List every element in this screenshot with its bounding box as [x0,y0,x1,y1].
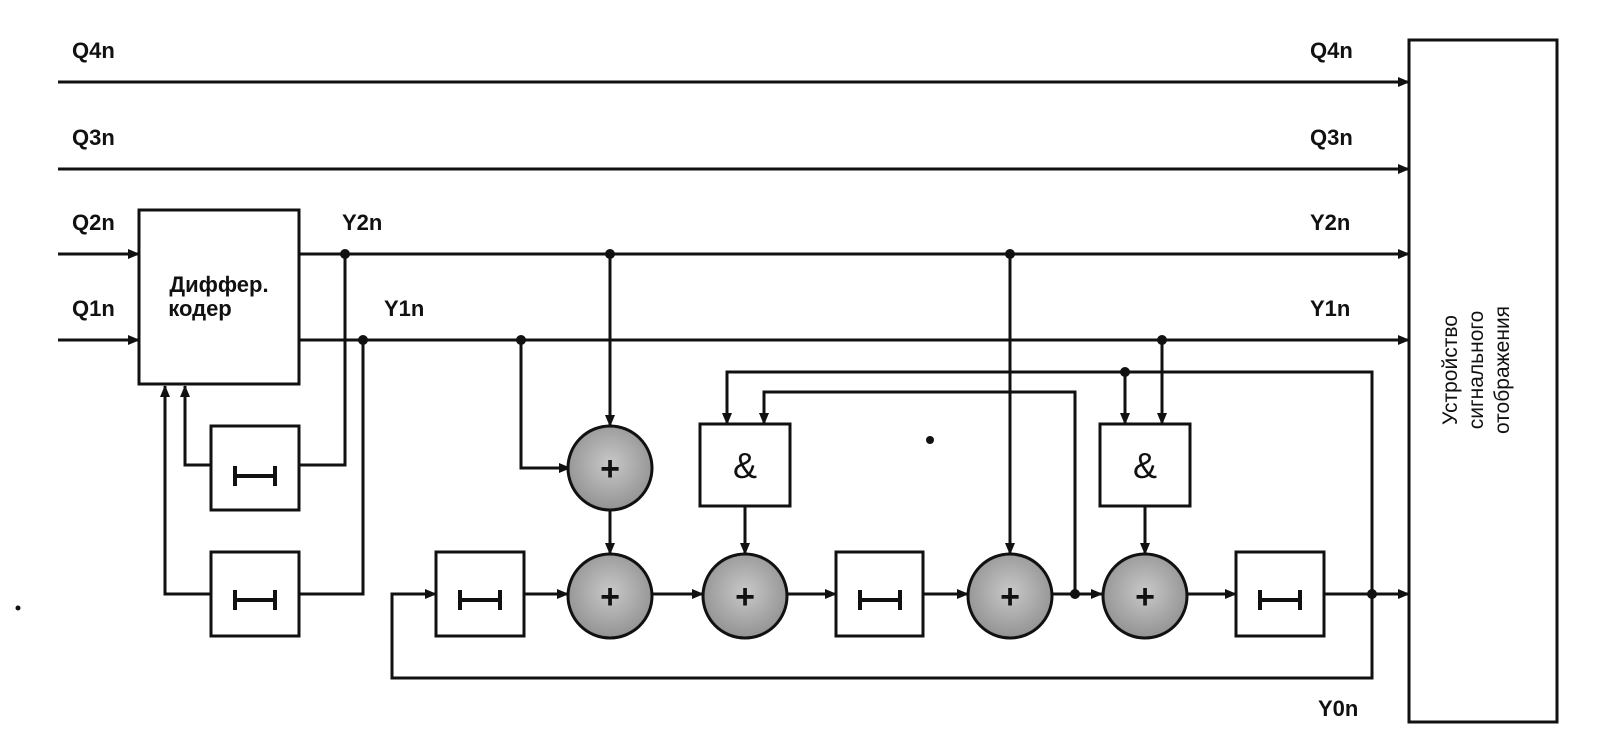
delay-block-2 [209,550,301,638]
label-q3-in: Q3n [72,125,115,150]
encoder-label-line2: кодер [168,296,232,321]
wire-y0-to-and [1125,370,1374,594]
wire-and1-input-a [722,370,1125,425]
label-y2-mid: Y2n [342,210,382,235]
wire-y1-to-adder-a [519,340,571,473]
delay-block-5 [1234,550,1326,638]
plus-symbol: + [1135,578,1155,616]
display-device-block: Устройство сигнального отображения [1407,38,1559,724]
delay-icon [233,466,277,486]
label-q3-out: Q3n [1310,125,1353,150]
wire-y0-loop [390,589,1374,680]
label-q4-out: Q4n [1310,38,1353,63]
delay-icon [858,590,902,610]
junction-dots [340,249,1377,599]
label-y1-mid: Y1n [384,296,424,321]
display-label-line2: сигнального [1465,311,1488,430]
wire-y1-feedback [299,340,365,596]
and-symbol: & [1133,445,1157,486]
adder-d: + [966,552,1054,640]
label-q2-in: Q2n [72,210,115,235]
wire-delay1-to-encoder [180,385,211,467]
delay-icon [1258,590,1302,610]
scan-specks [15,436,934,611]
label-y1-out: Y1n [1310,296,1350,321]
encoder-label-line1: Диффер. [169,272,268,297]
and-gate-1: & [698,422,792,508]
label-y0: Y0n [1318,696,1358,721]
label-q4-in: Q4n [72,38,115,63]
adder-b: + [566,552,654,640]
plus-symbol: + [1000,578,1020,616]
display-label-line1: Устройство [1439,315,1462,425]
delay-block-4 [834,550,925,638]
adder-e: + [1101,552,1189,640]
plus-symbol: + [600,578,620,616]
wire-y2-feedback [299,254,347,467]
delay-block-1 [209,424,301,512]
delay-icon [458,590,502,610]
diff-encoder-block: Диффер. кодер [137,208,301,386]
delay-block-3 [434,550,526,638]
and-symbol: & [733,445,757,486]
label-q1-in: Q1n [72,296,115,321]
plus-symbol: + [735,578,755,616]
adder-a: + [566,424,654,512]
label-y2-out: Y2n [1310,210,1350,235]
plus-symbol: + [600,450,620,488]
display-label-line3: отображения [1491,306,1514,434]
wire-and1-input-b [759,390,1077,594]
and-gate-2: & [1098,422,1192,508]
adder-c: + [701,552,789,640]
delay-icon [233,590,277,610]
wire-delay2-to-encoder [160,385,211,596]
